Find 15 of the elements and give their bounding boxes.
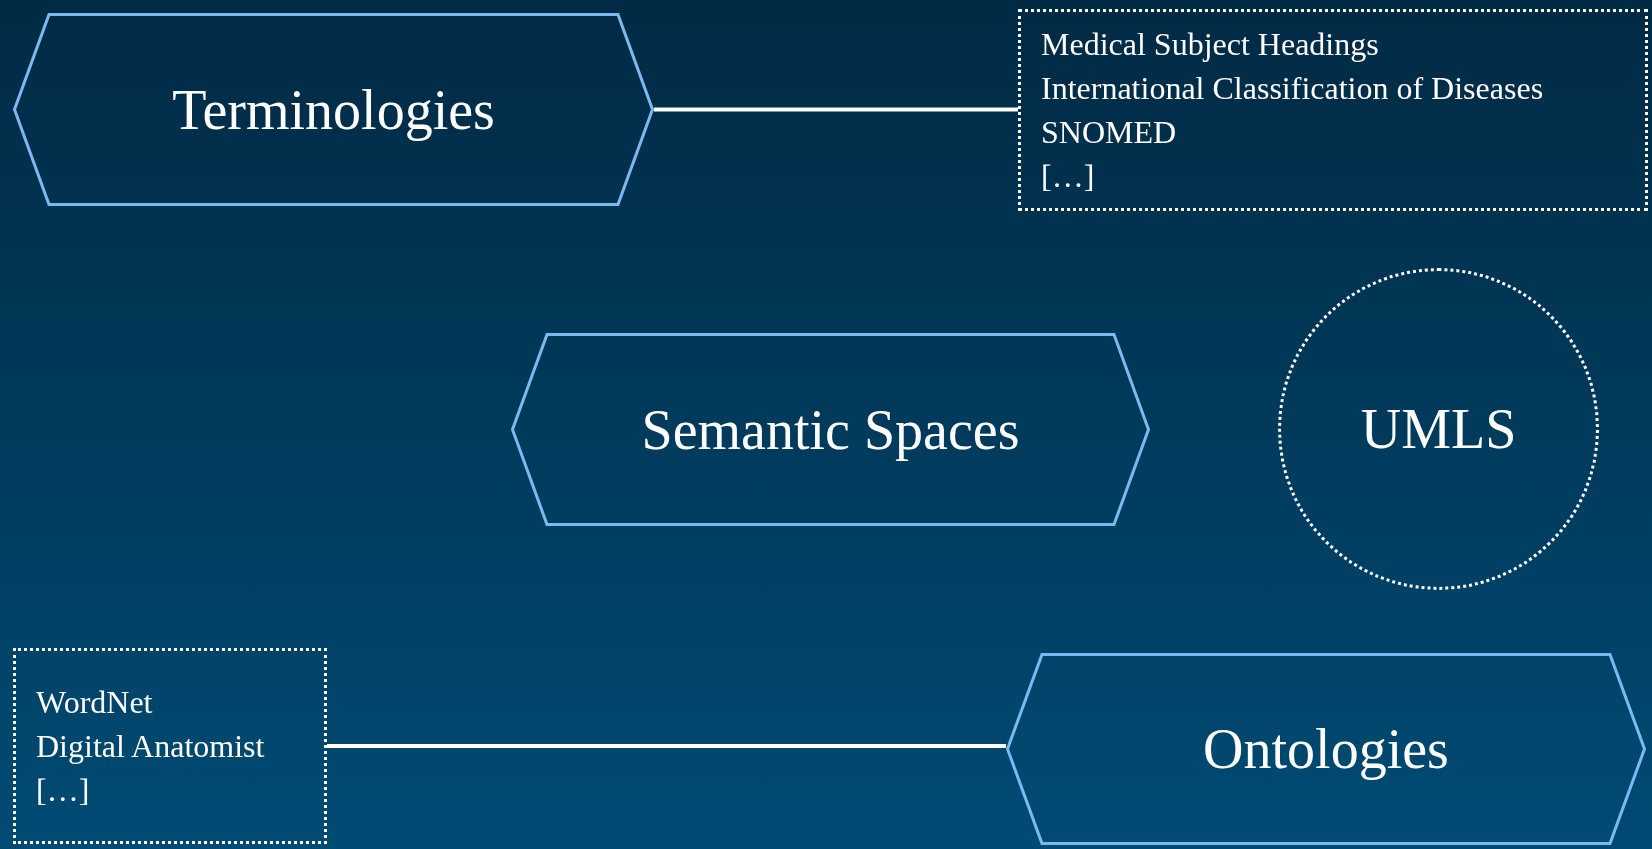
dotted-list-box xyxy=(13,648,327,844)
hexagon-box xyxy=(511,333,1150,526)
list-item: International Classification of Diseases xyxy=(1041,69,1545,108)
hexagon-box xyxy=(1006,653,1646,845)
connector-line xyxy=(654,107,1018,112)
list-item: […] xyxy=(36,771,91,810)
list-item: Medical Subject Headings xyxy=(1041,25,1380,64)
hexagon-box xyxy=(13,13,654,206)
list-item: Digital Anatomist xyxy=(36,727,266,766)
list-item: SNOMED xyxy=(1041,113,1178,152)
list-item: WordNet xyxy=(36,683,154,722)
list-item: […] xyxy=(1041,157,1096,196)
node-title: UMLS xyxy=(1360,401,1517,457)
connector-line xyxy=(327,744,1006,748)
dotted-list-box xyxy=(1018,9,1648,211)
